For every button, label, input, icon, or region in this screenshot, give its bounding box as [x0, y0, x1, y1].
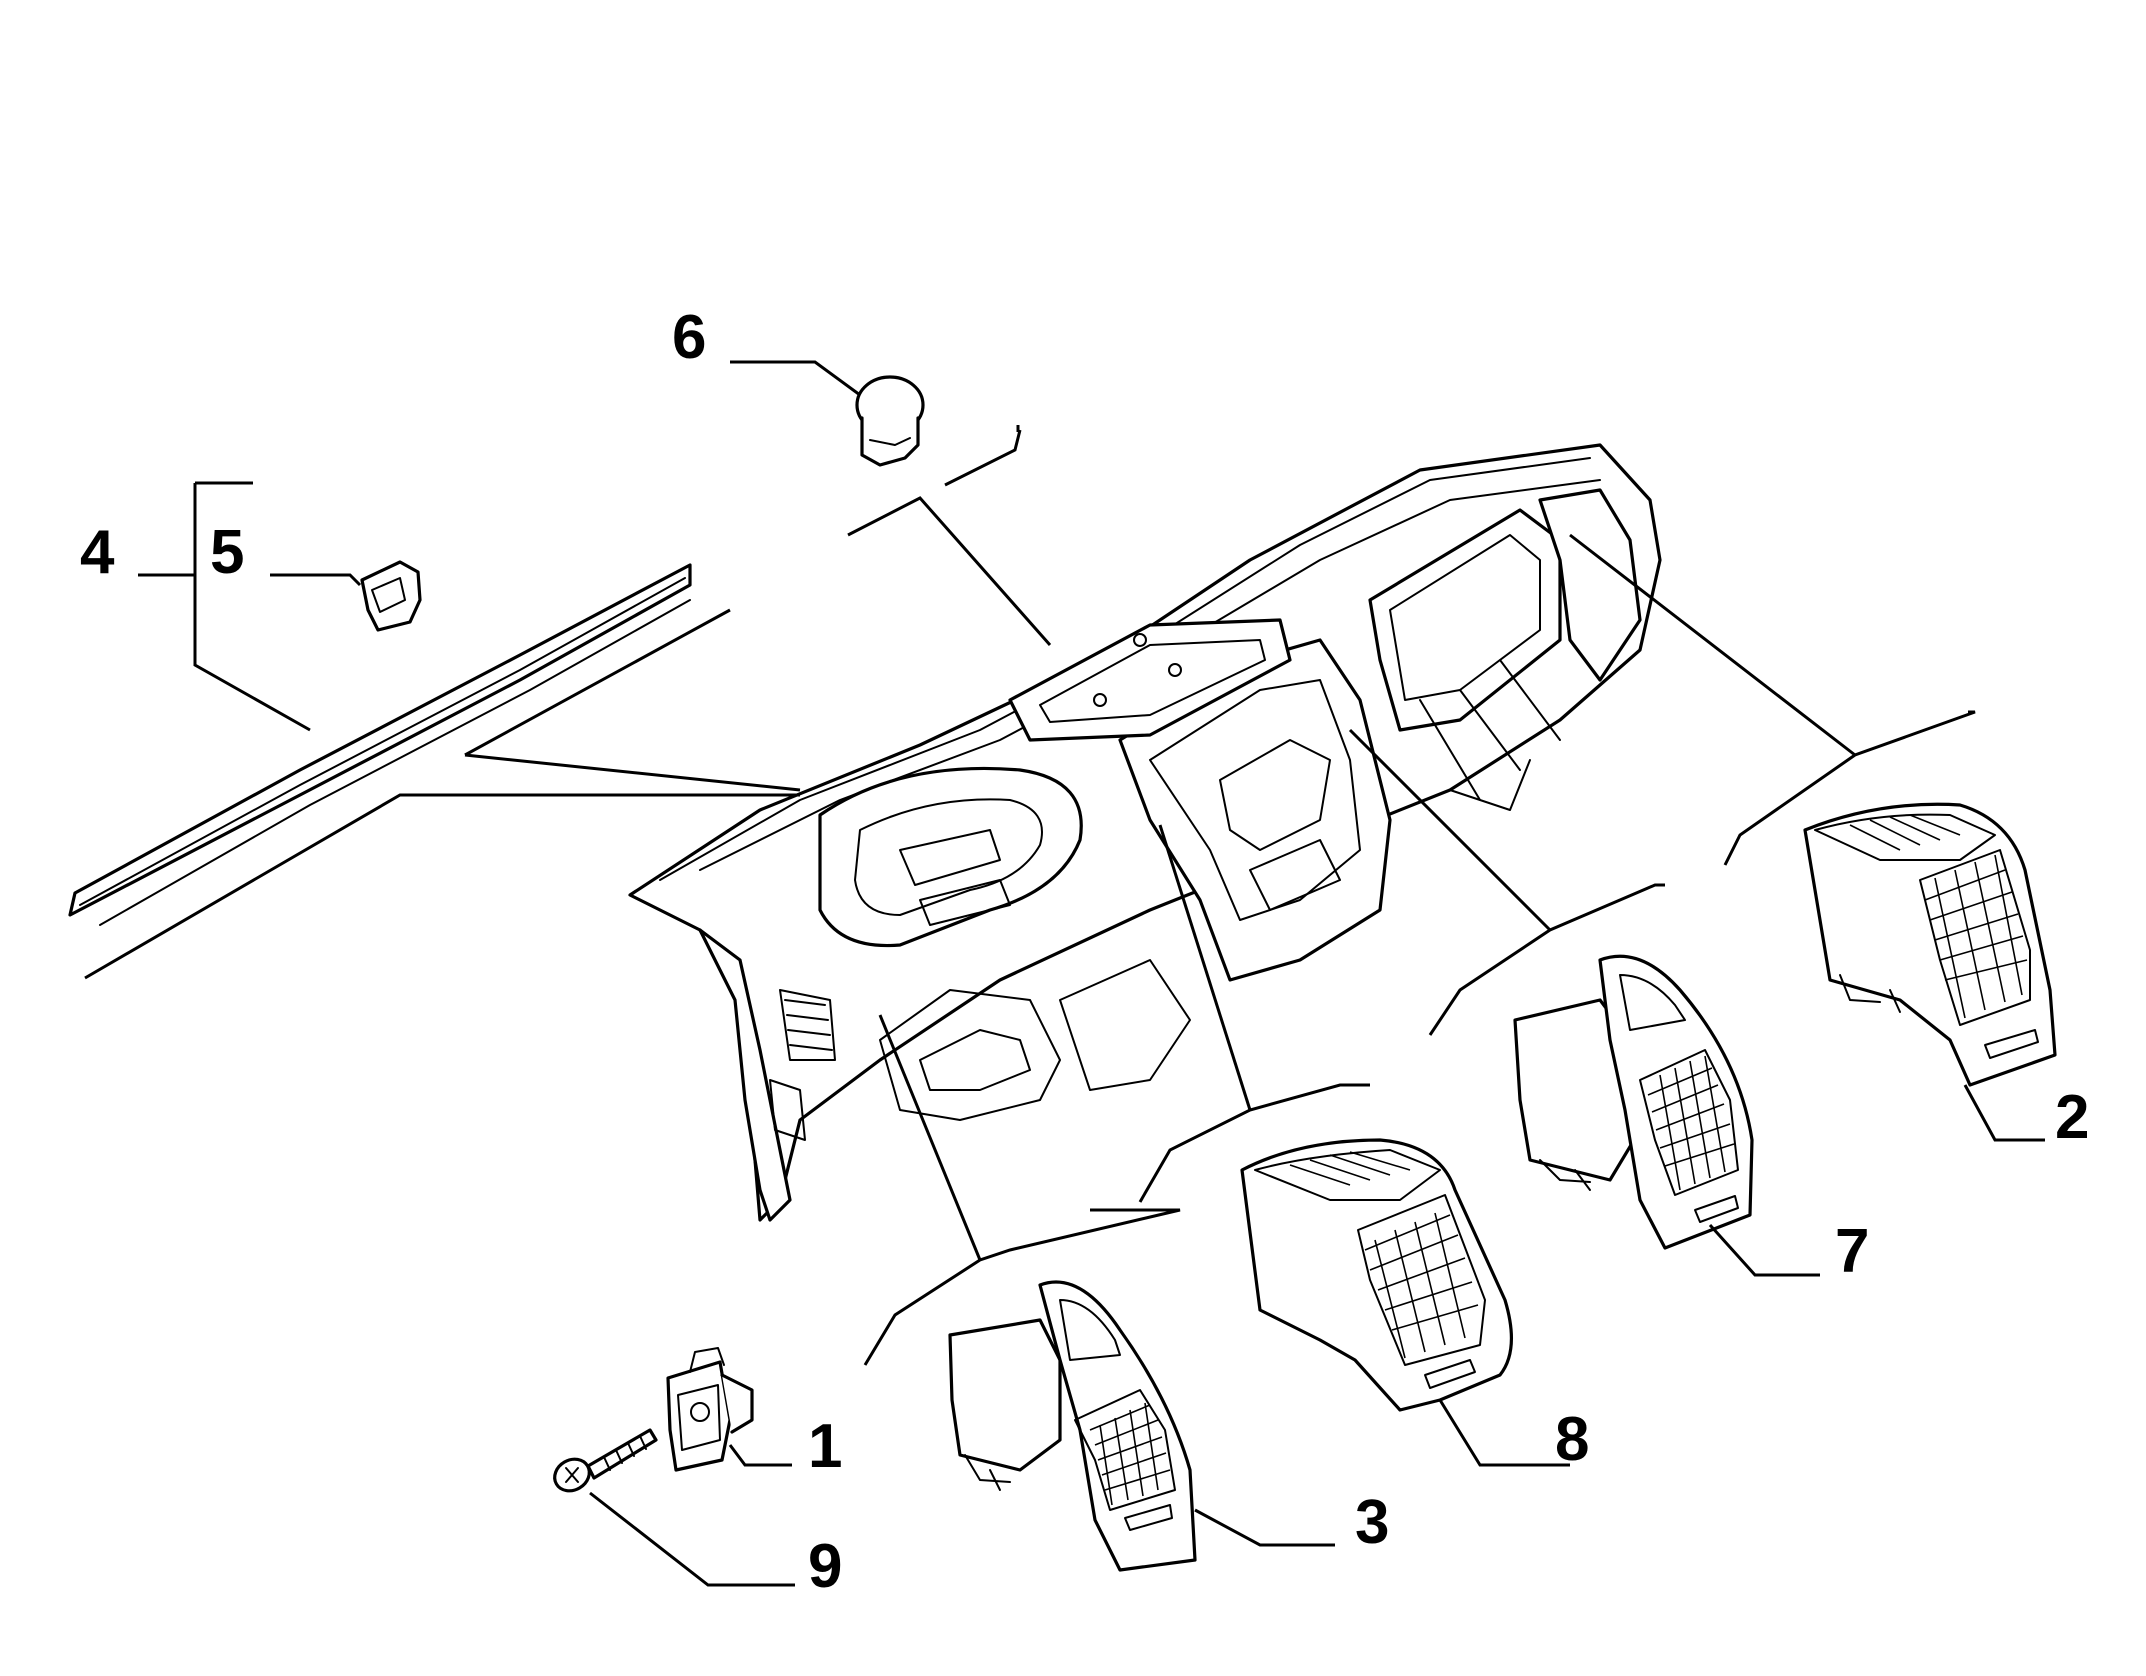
left-air-vent [948, 1280, 1197, 1572]
callout-4: 4 [80, 518, 115, 587]
callout-5: 5 [210, 518, 244, 587]
callout-2: 2 [2055, 1083, 2089, 1152]
trim-clip [360, 560, 422, 632]
screw [553, 1428, 658, 1493]
callout-9: 9 [808, 1532, 842, 1601]
windshield-trim-strip [68, 563, 692, 926]
leader-lines [84, 360, 2045, 1587]
callout-3: 3 [1355, 1488, 1389, 1557]
dashboard-assembly [628, 443, 1662, 1222]
callout-labels: 1 2 3 4 5 6 7 8 9 [80, 303, 2089, 1601]
right-center-air-vent [1513, 954, 1754, 1250]
callout-1: 1 [808, 1412, 842, 1481]
callout-8: 8 [1555, 1405, 1589, 1474]
callout-7: 7 [1835, 1217, 1869, 1286]
right-air-vent [1803, 802, 2057, 1087]
clip-nut [666, 1347, 754, 1472]
dashboard-cap [855, 375, 925, 467]
callout-6: 6 [672, 303, 706, 372]
center-air-vent [1240, 1138, 1513, 1412]
